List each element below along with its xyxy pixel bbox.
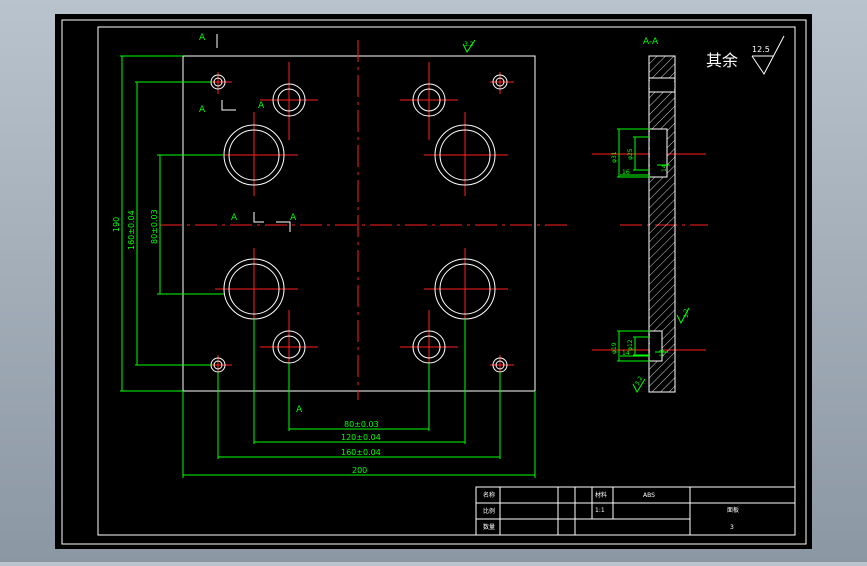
roughness-note-value: 12.5 <box>752 45 770 54</box>
section-view-title: A-A <box>643 37 659 47</box>
section-label-center-left: A <box>231 213 238 223</box>
dim-section-small-depth-a: 14 <box>622 350 630 357</box>
dim-overall-width: 200 <box>352 466 367 475</box>
outer-border <box>61 19 807 545</box>
dim-section-small-depth-b: 13 <box>659 349 666 357</box>
title-label-name: 名称 <box>483 491 495 499</box>
dim-overall-height: 190 <box>112 217 121 232</box>
section-cut-markers <box>216 34 291 232</box>
roughness-plate-value: 3.2 <box>464 41 474 48</box>
dim-inner-hole-v: 80±0.03 <box>150 209 159 244</box>
title-label-count: 数量 <box>483 523 495 531</box>
section-label-center-right: A <box>290 213 297 223</box>
roughness-side-bottom: 3.2 <box>634 375 645 387</box>
dim-section-small-inner: φ12 <box>627 339 634 351</box>
roughness-note-symbol <box>751 35 785 75</box>
horizontal-dimensions <box>182 319 536 478</box>
section-dimensions <box>617 128 690 394</box>
title-block <box>475 486 796 536</box>
dim-section-big-inner: φ25 <box>627 148 634 160</box>
dim-mid-hole-h: 120±0.04 <box>341 433 381 442</box>
dim-outer-hole-v: 160±0.04 <box>127 210 136 250</box>
section-label-mid-right: A <box>258 101 265 111</box>
dim-section-big-outer: φ31 <box>611 151 618 163</box>
drawing-sheet <box>55 14 812 549</box>
vertical-dimensions <box>120 55 224 392</box>
title-scale-value: 1:1 <box>595 507 605 514</box>
roughness-side-right: 3.2 <box>683 308 690 318</box>
title-label-scale: 比例 <box>483 507 495 515</box>
dim-section-big-depth-b: 14 <box>661 164 668 172</box>
section-label-bottom: A <box>296 405 303 415</box>
roughness-symbol-plate <box>462 39 476 53</box>
plate-outline <box>182 55 536 392</box>
dim-section-big-depth-a: 16 <box>622 169 630 176</box>
title-label-material: 材料 <box>595 491 607 499</box>
title-material-value: ABS <box>643 492 655 499</box>
dim-inner-hole-h: 80±0.03 <box>344 420 379 429</box>
title-part-name: 面板 <box>727 506 739 514</box>
roughness-note-text: 其余 <box>706 51 738 70</box>
section-label-top: A <box>199 33 206 43</box>
inner-border <box>97 26 796 536</box>
section-view <box>648 55 676 393</box>
title-sheet-number: 3 <box>730 524 734 531</box>
dim-outer-hole-h: 160±0.04 <box>341 448 381 457</box>
dim-section-small-outer: φ19 <box>611 342 618 354</box>
section-label-mid-left: A <box>199 105 206 115</box>
